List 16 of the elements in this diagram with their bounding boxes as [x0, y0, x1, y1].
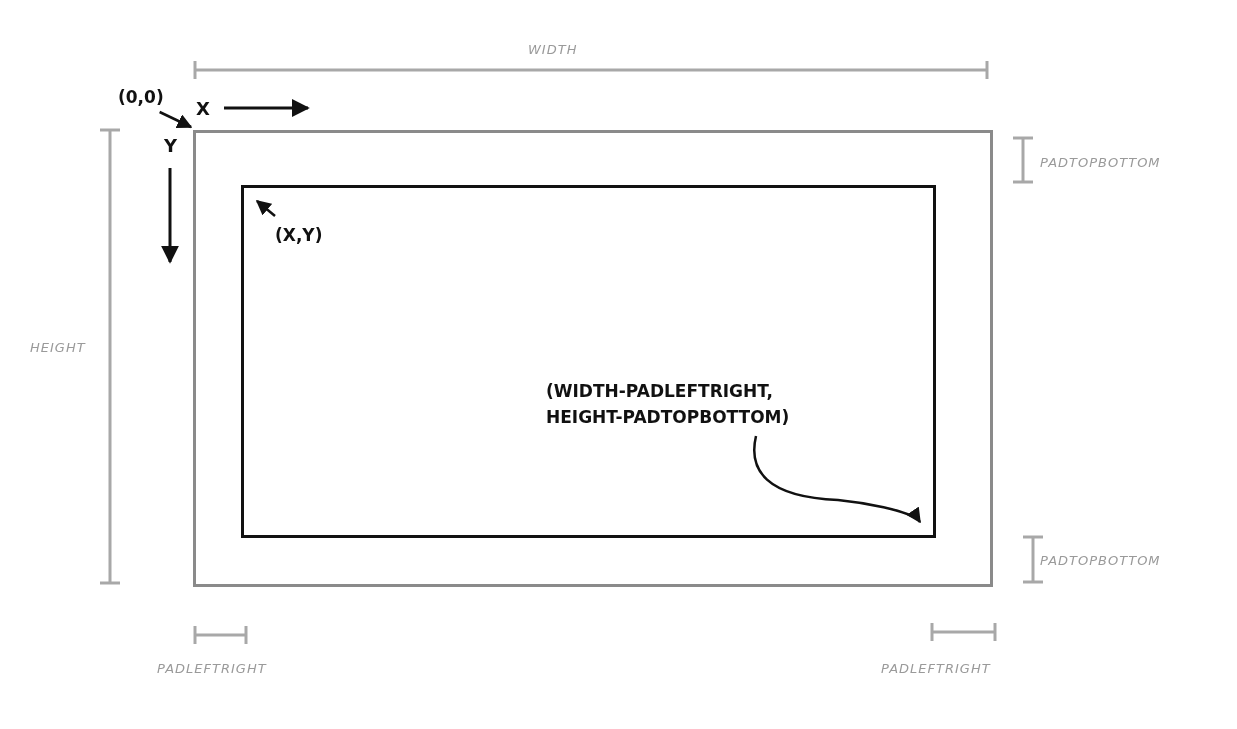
leader-arrow [753, 435, 922, 524]
axis-label: Y [164, 135, 178, 156]
axis-label: X [196, 98, 210, 119]
dimension-label: PADTOPBOTTOM [1040, 553, 1161, 568]
dimension-label: HEIGHT [30, 340, 86, 355]
leader-arrow [159, 110, 193, 129]
dimension-label: PADLEFTRIGHT [157, 661, 267, 676]
outer-rectangle [193, 130, 993, 587]
coordinate-label: (0,0) [118, 84, 164, 110]
inner-rectangle [241, 185, 936, 538]
leader-arrow [255, 200, 276, 217]
dimension-label: WIDTH [528, 42, 578, 57]
coordinate-label: (WIDTH-PADLEFTRIGHT, HEIGHT-PADTOPBOTTOM) [546, 378, 816, 430]
dimension-label: PADLEFTRIGHT [881, 661, 991, 676]
coordinate-label: (X,Y) [275, 222, 323, 248]
dimension-label: PADTOPBOTTOM [1040, 155, 1161, 170]
